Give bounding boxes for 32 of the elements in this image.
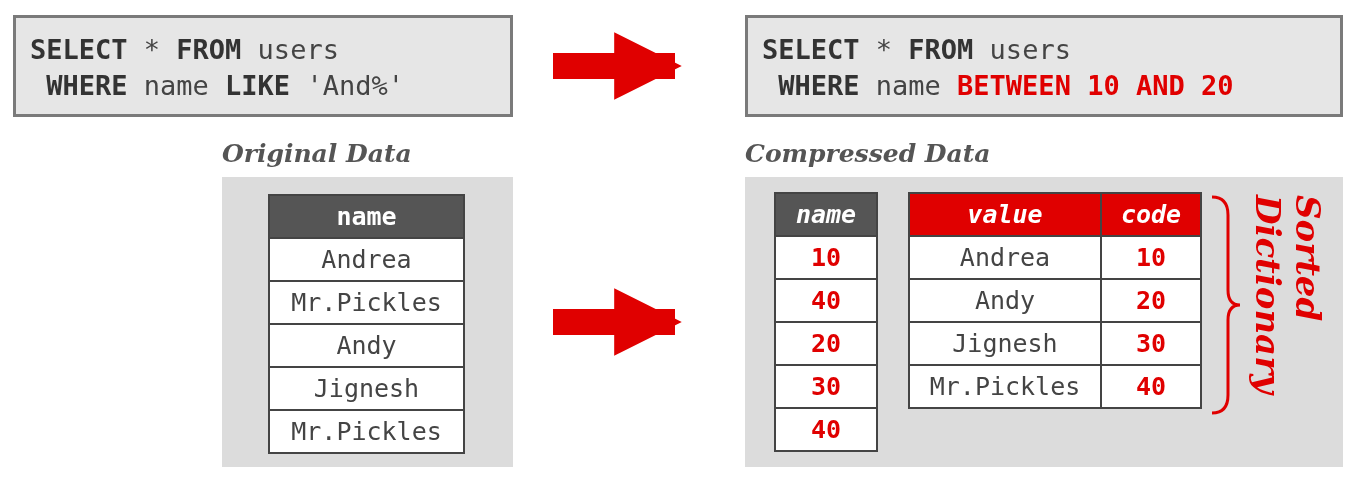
- query-box: SELECT* FROM users WHERE name LIKE 'And%': [13, 15, 513, 117]
- data-table: [908, 192, 1202, 409]
- table-cell: Andrea: [270, 239, 463, 280]
- table-cell: 40: [776, 280, 876, 321]
- table-cell: Andrea: [910, 237, 1100, 278]
- table-cell: 40: [776, 409, 876, 450]
- block-arrow: [553, 32, 682, 100]
- panel-heading: Original Data: [222, 139, 412, 168]
- table-cell: 20: [776, 323, 876, 364]
- data-table: [268, 194, 465, 454]
- data-table: [774, 192, 878, 452]
- header-cell: name: [776, 194, 876, 235]
- table-cell: Jignesh: [910, 323, 1100, 364]
- table-cell: 10: [776, 237, 876, 278]
- block-arrow: [553, 288, 682, 356]
- table-cell: Mr.Pickles: [270, 282, 463, 323]
- table-cell: Mr.Pickles: [270, 411, 463, 452]
- rotated-label: Sorted Dictionary: [1248, 195, 1328, 397]
- table-cell: 10: [1102, 237, 1200, 278]
- table-cell: 40: [1102, 366, 1200, 407]
- header-cell: code: [1102, 194, 1200, 235]
- panel-heading: Compressed Data: [745, 139, 991, 168]
- header-cell: value: [910, 194, 1100, 235]
- table-cell: 20: [1102, 280, 1200, 321]
- query-box: SELECT* FROM users WHERE name BETWEEN 10 AND 20: [745, 15, 1343, 117]
- table-cell: 30: [776, 366, 876, 407]
- table-cell: Mr.Pickles: [910, 366, 1100, 407]
- table-cell: Andy: [270, 325, 463, 366]
- header-cell: name: [270, 196, 463, 237]
- table-cell: Jignesh: [270, 368, 463, 409]
- table-cell: 30: [1102, 323, 1200, 364]
- table-cell: Andy: [910, 280, 1100, 321]
